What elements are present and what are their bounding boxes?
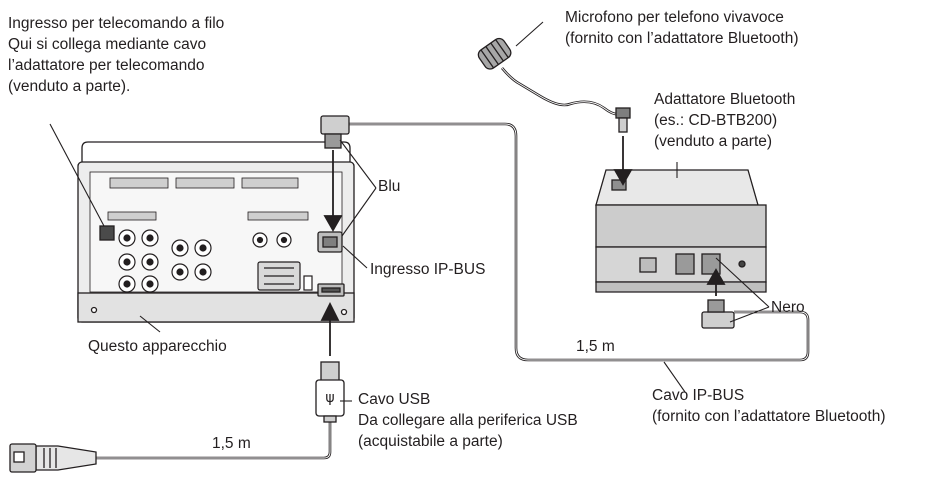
leader-lines bbox=[49, 21, 770, 402]
usb-cable bbox=[96, 420, 332, 460]
rca-jacks bbox=[118, 229, 292, 293]
label-remote-input-line-1: Ingresso per telecomando a filo bbox=[8, 15, 225, 32]
usb-extension-socket bbox=[9, 443, 97, 473]
ipbus-plug-head-unit bbox=[320, 115, 350, 149]
label-ipbus-input: Ingresso IP-BUS bbox=[370, 261, 486, 278]
label-remote-input-line-2: Qui si collega mediante cavo bbox=[8, 36, 207, 53]
label-usb-cable-line-2: Da collegare alla periferica USB bbox=[358, 412, 578, 429]
connection-arrows bbox=[320, 136, 726, 356]
label-nero: Nero bbox=[771, 299, 805, 316]
ipbus-port bbox=[317, 231, 343, 253]
label-bluetooth-adapter-line-2: (es.: CD-BTB200) bbox=[654, 112, 778, 129]
ipbus-plug-bt-adapter bbox=[701, 299, 735, 329]
label-remote-input-line-3: l’adattatore per telecomando bbox=[8, 57, 205, 74]
label-usb-cable-line-1: Cavo USB bbox=[358, 391, 431, 408]
bluetooth-adapter bbox=[595, 169, 767, 293]
label-usb-cable: Cavo USB Da collegare alla periferica US… bbox=[358, 389, 578, 452]
power-connector bbox=[257, 261, 313, 291]
label-microphone-line-2: (fornito con l’adattatore Bluetooth) bbox=[565, 30, 799, 47]
label-remote-input-line-4: (venduto a parte). bbox=[8, 78, 131, 95]
label-bluetooth-adapter: Adattatore Bluetooth (es.: CD-BTB200) (v… bbox=[654, 89, 795, 152]
label-usb-cable-line-3: (acquistabile a parte) bbox=[358, 433, 503, 450]
label-ipbus-cable-line-1: Cavo IP-BUS bbox=[652, 387, 745, 404]
label-this-unit: Questo apparecchio bbox=[88, 338, 227, 355]
label-ipbus-cable: Cavo IP-BUS (fornito con l’adattatore Bl… bbox=[652, 385, 886, 427]
label-ipbus-cable-line-2: (fornito con l’adattatore Bluetooth) bbox=[652, 408, 886, 425]
ipbus-cable bbox=[348, 122, 810, 362]
label-blu: Blu bbox=[378, 178, 401, 195]
label-remote-input: Ingresso per telecomando a filo Qui si c… bbox=[8, 13, 224, 97]
label-bluetooth-adapter-line-3: (venduto a parte) bbox=[654, 133, 773, 150]
label-microphone-line-1: Microfono per telefono vivavoce bbox=[565, 9, 784, 26]
microphone bbox=[477, 37, 631, 133]
usb-plug: ψ bbox=[315, 361, 345, 423]
usb-port-on-unit bbox=[317, 283, 345, 297]
svg-text:ψ: ψ bbox=[325, 390, 334, 406]
label-usb-length: 1,5 m bbox=[212, 435, 251, 452]
head-unit-rear-panel bbox=[77, 141, 355, 323]
label-ipbus-length: 1,5 m bbox=[576, 338, 615, 355]
label-bluetooth-adapter-line-1: Adattatore Bluetooth bbox=[654, 91, 796, 108]
label-microphone: Microfono per telefono vivavoce (fornito… bbox=[565, 7, 799, 49]
